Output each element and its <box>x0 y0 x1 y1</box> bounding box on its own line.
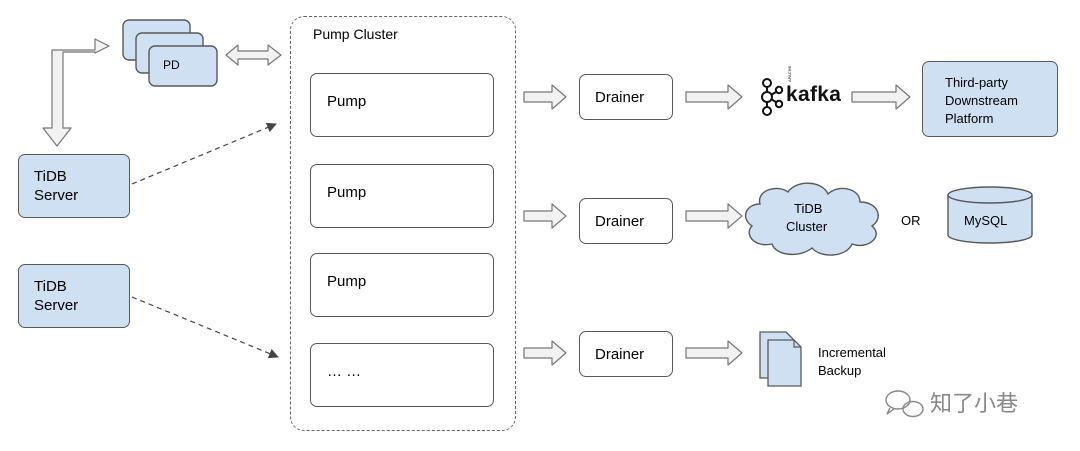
pump-cluster-title: Pump Cluster <box>313 26 398 42</box>
watermark-text: 知了小巷 <box>930 392 1019 417</box>
drainer-1-label: Drainer <box>595 89 645 106</box>
arrow-drainer-kafka <box>685 84 743 110</box>
drainer-box-1: Drainer <box>579 74 673 120</box>
wechat-icon <box>885 390 924 418</box>
arrow-drainer-backup <box>685 340 743 366</box>
pd-label: PD <box>163 58 180 72</box>
tidb-server-box-2: TiDB Server <box>18 264 130 328</box>
tidb-cluster-line1: TiDB <box>794 201 823 216</box>
drainer-3-label: Drainer <box>595 346 645 363</box>
pd-pump-double-arrow <box>225 44 282 66</box>
or-label: OR <box>901 213 921 228</box>
drainer-box-3: Drainer <box>579 331 673 377</box>
tidb-server-2-line1: TiDB <box>34 278 67 295</box>
third-party-line2: Downstream <box>945 93 1018 108</box>
pump-node-3: Pump <box>310 253 494 317</box>
drainer-box-2: Drainer <box>579 198 673 244</box>
tidb-server-1-line1: TiDB <box>34 168 67 185</box>
drainer-2-label: Drainer <box>595 213 645 230</box>
arrow-pump-drainer-2 <box>523 203 567 229</box>
third-party-line3: Platform <box>945 111 994 126</box>
pump-node-4: … … <box>310 343 494 407</box>
backup-line2: Backup <box>818 363 862 378</box>
kafka-wordmark: kafka <box>786 83 842 106</box>
backup-line1: Incremental <box>818 345 886 360</box>
pump-node-2: Pump <box>310 164 494 228</box>
pump-node-1: Pump <box>310 73 494 137</box>
pump-node-3-label: Pump <box>327 273 367 290</box>
arrow-kafka-thirdparty <box>851 84 911 110</box>
pump-node-1-label: Pump <box>327 93 367 110</box>
tidb-server-box-1: TiDB Server <box>18 154 130 218</box>
third-party-platform-box: Third-party Downstream Platform <box>922 61 1058 137</box>
tidb-server-1-line2: Server <box>34 187 79 204</box>
pd-stack <box>122 19 218 87</box>
kafka-logo-icon <box>761 78 784 116</box>
mysql-label: MySQL <box>964 213 1008 228</box>
arrow-pump-drainer-1 <box>523 84 567 110</box>
tidb-server-2-line2: Server <box>34 297 79 314</box>
third-party-line1: Third-party <box>945 75 1008 90</box>
tidb1-dashed-arrow <box>131 122 277 185</box>
pd-tidb-elbow-arrow <box>42 38 110 147</box>
mysql-cylinder <box>947 186 1033 244</box>
pump-cluster-frame <box>290 16 516 431</box>
kafka-small-text: APACHE <box>787 65 792 82</box>
tidb-cluster-cloud <box>744 182 879 256</box>
arrow-drainer-tidb-cluster <box>685 203 743 229</box>
tidb2-dashed-arrow <box>131 296 279 359</box>
arrow-pump-drainer-3 <box>523 340 567 366</box>
document-icon <box>759 331 802 387</box>
tidb-cluster-line2: Cluster <box>786 219 828 234</box>
pump-node-2-label: Pump <box>327 184 367 201</box>
pump-node-4-label: … … <box>327 363 362 380</box>
